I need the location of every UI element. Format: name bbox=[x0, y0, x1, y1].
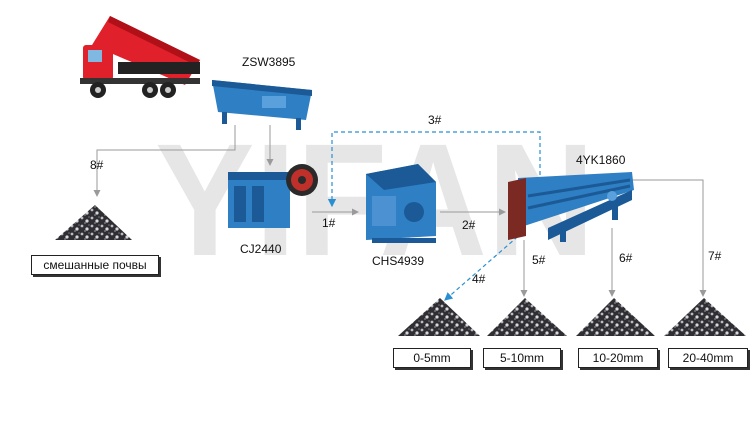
pile-10-20mm-icon bbox=[576, 298, 655, 336]
impact-crusher-icon bbox=[366, 164, 436, 243]
flow-1-label: 1# bbox=[322, 216, 336, 230]
flow-4-label: 4# bbox=[472, 272, 486, 286]
screen-label: 4YK1860 bbox=[576, 153, 626, 167]
pile-0-5mm-icon bbox=[398, 298, 480, 336]
flow-7 bbox=[628, 179, 707, 297]
impact-crusher-label: CHS4939 bbox=[372, 254, 425, 268]
vibrating-screen-icon bbox=[508, 172, 634, 242]
flow-6-label: 6# bbox=[619, 251, 633, 265]
jaw-crusher-icon bbox=[228, 164, 318, 228]
jaw-crusher-label: CJ2440 bbox=[240, 242, 282, 256]
pile-5-10mm-icon bbox=[487, 298, 567, 336]
flow-7-label: 7# bbox=[708, 249, 722, 263]
flow-3-label: 3# bbox=[428, 113, 442, 127]
feeder-label: ZSW3895 bbox=[242, 55, 296, 69]
product-5-10mm-box: 5-10mm bbox=[483, 348, 561, 368]
flow-5-label: 5# bbox=[532, 253, 546, 267]
product-10-20mm-box: 10-20mm bbox=[578, 348, 658, 368]
flow-2-label: 2# bbox=[462, 218, 476, 232]
flow-4 bbox=[444, 231, 524, 301]
flow-8-label: 8# bbox=[90, 158, 104, 172]
product-0-5mm-box: 0-5mm bbox=[393, 348, 471, 368]
dump-truck-icon bbox=[80, 16, 200, 98]
vibrating-feeder-icon bbox=[212, 80, 312, 130]
flow-8 bbox=[93, 125, 236, 197]
pile-20-40mm-icon bbox=[664, 298, 746, 336]
flow-3 bbox=[327, 131, 541, 208]
mixed-soil-pile-icon bbox=[55, 205, 132, 240]
mixed-soil-box: смешанные почвы bbox=[31, 255, 159, 275]
product-20-40mm-box: 20-40mm bbox=[668, 348, 748, 368]
